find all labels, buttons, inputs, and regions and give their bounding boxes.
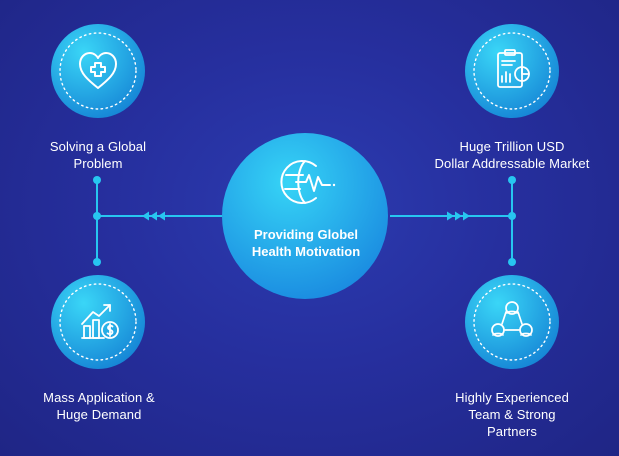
node-label-top-right: Huge Trillion USD Dollar Addressable Mar… <box>412 138 612 172</box>
globe-pulse-icon <box>280 160 336 204</box>
growth-dollar-icon <box>81 304 119 339</box>
left-mid-dot <box>93 212 101 220</box>
node-label-line: Highly Experienced <box>455 390 569 405</box>
node-label-line: Solving a Global <box>49 139 147 154</box>
right-mid-dot <box>508 212 516 220</box>
node-label-line: Mass Application & <box>43 390 155 405</box>
report-chart-icon <box>497 49 530 88</box>
node-label-top-left: Solving a Global Problem <box>18 138 178 172</box>
left-bottom-dot <box>93 258 101 266</box>
center-hub-label-line: Health Motivation <box>251 244 361 259</box>
node-label-bottom-left: Mass Application & Huge Demand <box>14 389 184 423</box>
heart-plus-icon <box>79 52 117 89</box>
node-bottom-right <box>465 275 559 369</box>
node-label-line: Partners <box>487 424 537 439</box>
right-top-dot <box>508 176 516 184</box>
node-bottom-left <box>51 275 145 369</box>
node-label-bottom-right: Highly Experienced Team & Strong Partner… <box>427 389 597 440</box>
right-arrows-icon <box>447 211 470 221</box>
right-bottom-dot <box>508 258 516 266</box>
node-label-line: Huge Trillion USD <box>459 139 565 154</box>
left-arrows-icon <box>142 211 165 221</box>
center-hub-label: Providing Globel Health Motivation <box>223 226 389 260</box>
center-hub-label-line: Providing Globel <box>253 227 358 242</box>
node-top-right <box>465 24 559 118</box>
team-network-icon <box>491 301 533 337</box>
left-top-dot <box>93 176 101 184</box>
node-label-line: Team & Strong <box>468 407 556 422</box>
node-top-left <box>51 24 145 118</box>
node-label-line: Dollar Addressable Market <box>434 156 590 171</box>
node-label-line: Problem <box>73 156 123 171</box>
node-label-line: Huge Demand <box>56 407 142 422</box>
center-hub <box>222 133 388 299</box>
